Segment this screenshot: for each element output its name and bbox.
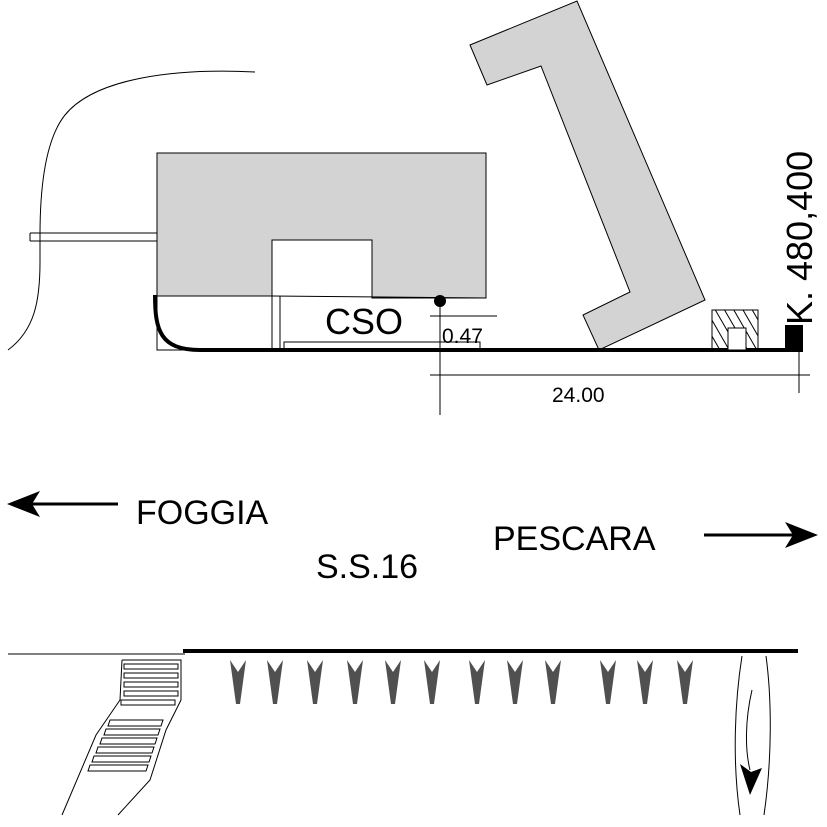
chevron-marker: [677, 660, 693, 704]
hatched-structure-opening: [727, 327, 747, 351]
chevron-marker: [307, 660, 323, 704]
km-marker-label: K. 480,400: [779, 151, 820, 325]
right-arrow-icon: [785, 522, 818, 548]
road-edge: [153, 294, 790, 352]
chevron-marker: [230, 660, 246, 704]
annex: [156, 295, 273, 351]
chevron-marker: [424, 660, 440, 704]
chevron-marker: [637, 660, 653, 704]
chevron-marker: [267, 660, 283, 704]
flow-arrow-icon: [740, 764, 762, 795]
chevron-marker: [507, 660, 523, 704]
distance-label: 24.00: [552, 384, 605, 407]
chevron-marker: [600, 660, 616, 704]
chevron-marker: [545, 660, 561, 704]
chevron-markers: [230, 660, 693, 704]
curved-boundary: [7, 70, 256, 351]
road-label: S.S.16: [316, 548, 418, 586]
channel-right-edge: [763, 655, 771, 816]
offset-label: 0.47: [442, 325, 483, 348]
stairs-outline-left: [61, 659, 123, 816]
km-marker-block: [785, 325, 803, 352]
annex-line: [271, 295, 487, 299]
stairs-outline: [117, 659, 182, 816]
chevron-marker: [469, 660, 485, 704]
foggia-label: FOGGIA: [136, 494, 269, 532]
pescara-label: PESCARA: [493, 520, 656, 558]
chevron-marker: [385, 660, 401, 704]
left-arrow-icon: [7, 491, 40, 517]
stair-steps: [87, 663, 179, 772]
cso-label: CSO: [325, 301, 403, 342]
channel-left-edge: [734, 655, 743, 816]
angled-building: [469, 0, 706, 351]
flow-line: [746, 689, 753, 771]
chevron-marker: [347, 660, 363, 704]
main-building: [156, 152, 487, 299]
